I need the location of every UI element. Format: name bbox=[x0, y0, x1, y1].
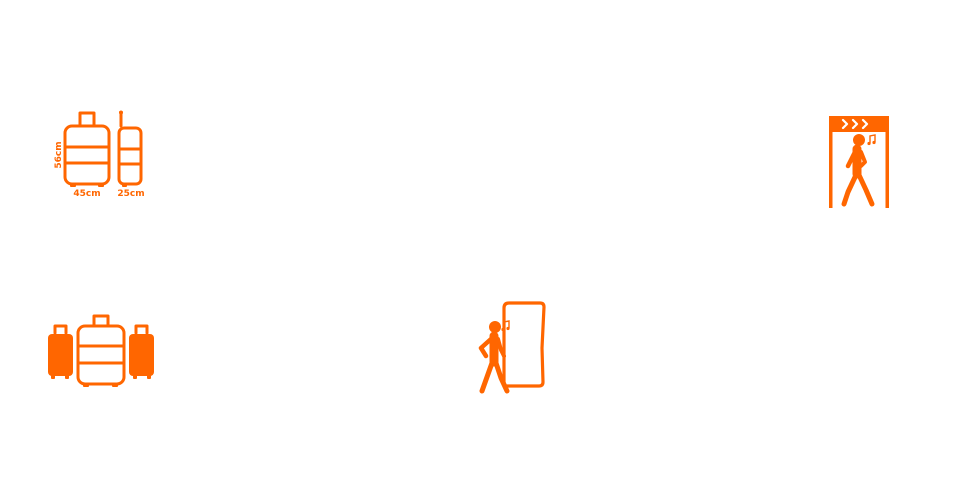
hold-luggage-svg bbox=[48, 314, 154, 387]
left-suitcase-body bbox=[48, 334, 73, 376]
person-arm-back bbox=[845, 149, 858, 169]
middle-suitcase-handle bbox=[92, 314, 110, 327]
person-leg-front bbox=[493, 360, 510, 394]
height-dimension-label: 56cm bbox=[54, 141, 64, 168]
side-handle-tip bbox=[119, 111, 123, 114]
arch-chevron-1 bbox=[841, 118, 849, 130]
person-head bbox=[853, 134, 865, 146]
person-leg-front bbox=[856, 172, 875, 207]
left-suitcase-wheel bbox=[51, 375, 55, 379]
person-head bbox=[489, 321, 501, 333]
right-suitcase-wheel bbox=[133, 375, 137, 379]
left-suitcase-wheel-2 bbox=[65, 375, 69, 379]
right-suitcase-handle bbox=[134, 324, 149, 335]
side-wheel bbox=[122, 183, 127, 187]
arch-right-pillar bbox=[885, 130, 889, 208]
hold-luggage-icon bbox=[46, 312, 158, 392]
person-leg-back bbox=[479, 360, 495, 394]
width-dimension-label: 45cm bbox=[73, 189, 100, 199]
front-wheel-left bbox=[70, 183, 76, 187]
cabin-bag-svg: 56cm 45cm 25cm bbox=[54, 110, 145, 199]
side-suitcase-body bbox=[117, 126, 143, 186]
person-arm-front bbox=[859, 150, 867, 168]
cabin-bag-dimensions-icon: 56cm 45cm 25cm bbox=[48, 108, 152, 200]
security-arch-svg bbox=[829, 116, 889, 208]
front-wheel-right bbox=[98, 183, 104, 187]
front-suitcase-handle bbox=[78, 111, 96, 127]
beep-note-head-2 bbox=[872, 140, 876, 145]
arch-header-bar bbox=[829, 116, 889, 132]
arch-chevron-2 bbox=[851, 118, 859, 130]
person-leg-back bbox=[841, 172, 859, 207]
right-suitcase-body bbox=[129, 334, 154, 376]
walk-through-security-arch-icon bbox=[826, 114, 892, 210]
right-suitcase-wheel-2 bbox=[147, 375, 151, 379]
walk-through-door-icon bbox=[470, 298, 552, 396]
middle-suitcase-body bbox=[76, 324, 126, 386]
person-arm-back bbox=[478, 336, 494, 359]
beep-note-head-2 bbox=[506, 326, 510, 331]
beep-note-head-1 bbox=[501, 327, 505, 332]
door-frame bbox=[502, 301, 546, 388]
person-arm-front bbox=[496, 337, 506, 358]
depth-dimension-label: 25cm bbox=[117, 189, 144, 199]
beep-note-head-1 bbox=[867, 141, 871, 146]
left-suitcase-handle bbox=[53, 324, 68, 335]
door-svg bbox=[478, 301, 546, 394]
beep-note-stem bbox=[503, 320, 510, 330]
front-suitcase-body bbox=[63, 124, 111, 186]
arch-left-pillar bbox=[829, 130, 833, 208]
arch-chevron-3 bbox=[861, 118, 869, 130]
beep-note-stem bbox=[869, 134, 876, 144]
